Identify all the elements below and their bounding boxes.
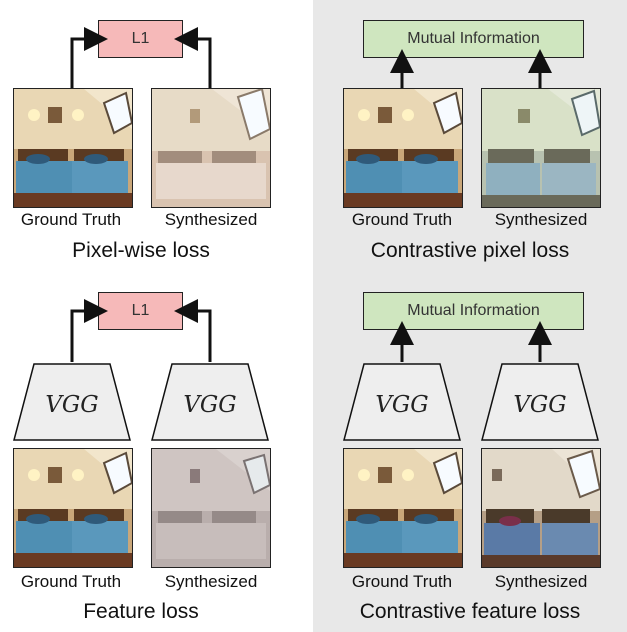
caption-ground-truth-pixel: Ground Truth bbox=[20, 210, 122, 229]
ground-truth-image-pixel bbox=[13, 88, 133, 208]
vgg-label-gt-feature: VGG bbox=[45, 392, 98, 418]
vgg-block-syn-contrastive bbox=[481, 363, 599, 441]
caption-synthesized-feature: Synthesized bbox=[164, 572, 258, 591]
panel-title-contrastive-pixel: Contrastive pixel loss bbox=[370, 239, 570, 262]
caption-ground-truth-feature: Ground Truth bbox=[20, 572, 122, 591]
caption-ground-truth-contrastive-feature: Ground Truth bbox=[351, 572, 453, 591]
ground-truth-image-feature bbox=[13, 448, 133, 568]
panel-title-feature: Feature loss bbox=[83, 600, 199, 623]
synthesized-image-contrastive-feature bbox=[481, 448, 601, 568]
l1-label: L1 bbox=[131, 30, 150, 47]
vgg-label-syn-feature: VGG bbox=[183, 392, 236, 418]
synthesized-image-feature bbox=[151, 448, 271, 568]
arrow-syn-to-l1-top bbox=[174, 27, 212, 88]
mutual-info-label: Mutual Information bbox=[407, 30, 540, 47]
vgg-block-gt-feature bbox=[13, 363, 131, 441]
l1-label: L1 bbox=[131, 302, 150, 319]
l1-box-bottom: L1 bbox=[98, 292, 183, 330]
caption-synthesized-contrastive-pixel: Synthesized bbox=[494, 210, 588, 229]
arrow-gt-to-l1-top bbox=[70, 27, 108, 88]
mutual-info-label: Mutual Information bbox=[407, 302, 540, 319]
vgg-label-gt-contrastive: VGG bbox=[375, 392, 428, 418]
caption-synthesized-pixel: Synthesized bbox=[164, 210, 258, 229]
ground-truth-image-contrastive-pixel bbox=[343, 88, 463, 208]
ground-truth-image-contrastive-feature bbox=[343, 448, 463, 568]
caption-ground-truth-contrastive-pixel: Ground Truth bbox=[351, 210, 453, 229]
vgg-label-syn-contrastive: VGG bbox=[513, 392, 566, 418]
vgg-block-gt-contrastive bbox=[343, 363, 461, 441]
l1-box-top: L1 bbox=[98, 20, 183, 58]
vgg-block-syn-feature bbox=[151, 363, 269, 441]
synthesized-image-pixel bbox=[151, 88, 271, 208]
panel-title-pixel-wise: Pixel-wise loss bbox=[72, 239, 210, 262]
caption-synthesized-contrastive-feature: Synthesized bbox=[494, 572, 588, 591]
arrow-vgg-gt-to-l1-bottom bbox=[70, 299, 108, 362]
panel-title-contrastive-feature: Contrastive feature loss bbox=[359, 600, 581, 623]
synthesized-image-contrastive-pixel bbox=[481, 88, 601, 208]
arrow-vgg-syn-to-l1-bottom bbox=[174, 299, 212, 362]
